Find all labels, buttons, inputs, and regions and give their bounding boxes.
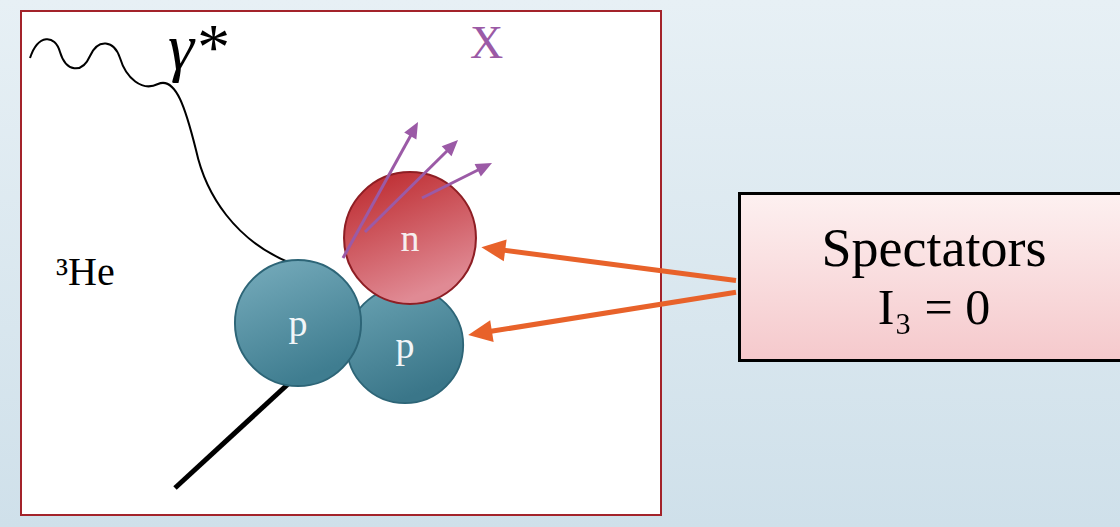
nucleon-label: p xyxy=(396,326,415,364)
photon-wave xyxy=(30,39,288,262)
frame xyxy=(21,11,661,515)
beam-label: ³He xyxy=(56,252,115,292)
products-label: X xyxy=(470,20,503,66)
nucleon-circle: n xyxy=(342,170,478,306)
isospin-formula: I₃ = 0 xyxy=(878,279,990,337)
callout-box: SpectatorsI₃ = 0 xyxy=(738,192,1120,362)
photon-label: γ* xyxy=(168,14,227,80)
nucleon-label: p xyxy=(289,304,308,342)
spectator-arrow xyxy=(481,239,736,280)
callout-heading: Spectators xyxy=(822,217,1047,279)
spectator-arrow xyxy=(468,292,736,342)
nucleon-circle: p xyxy=(233,258,363,388)
nucleon-label: n xyxy=(401,219,420,257)
